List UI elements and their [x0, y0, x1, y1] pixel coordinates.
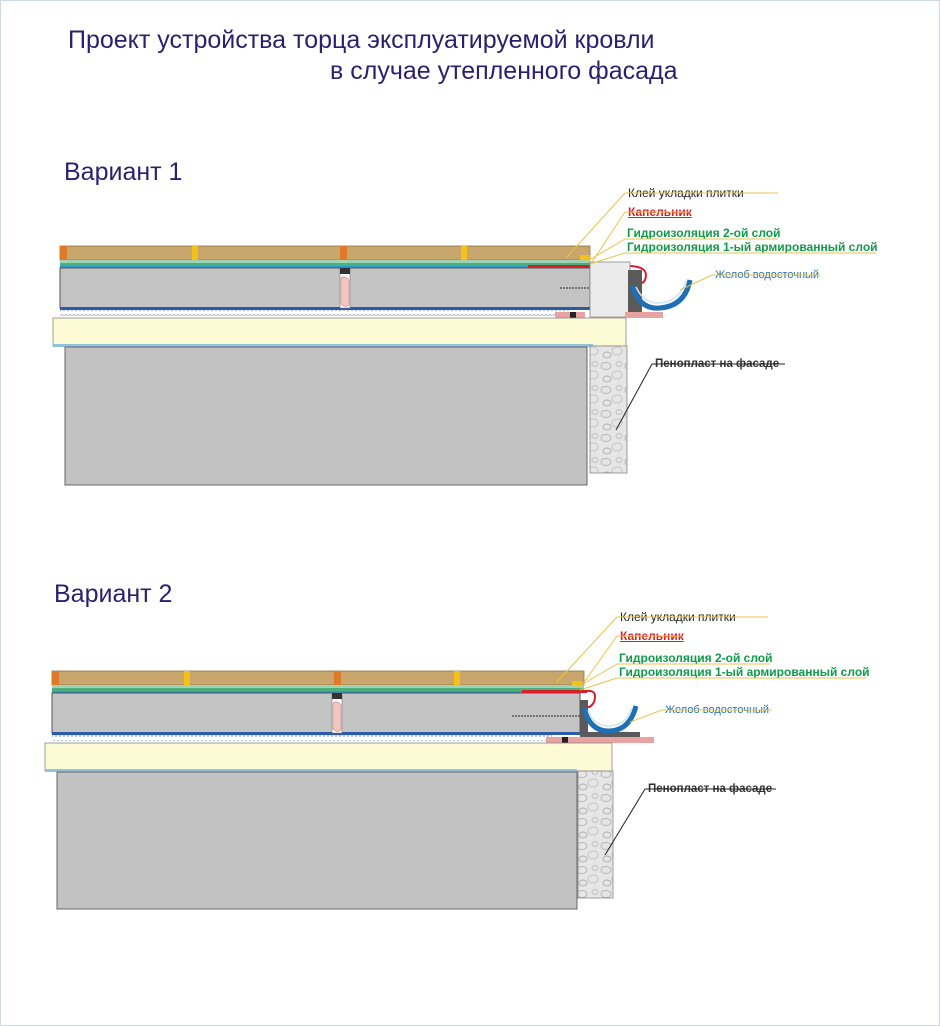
page-title-line2: в случае утепленного фасада [330, 57, 678, 85]
v2-pad-joint [562, 737, 568, 743]
v2-gutter-bracket [580, 700, 640, 738]
v1-insulation-slab [59, 267, 591, 309]
v1-leader-tile-glue [565, 192, 626, 259]
v1-label-waterproof-2: Гидроизоляция 2-ой слой [627, 226, 781, 240]
variant1-diagram [52, 192, 876, 486]
v2-waterproof-layer-2 [52, 685, 584, 688]
v2-drip-edge [522, 690, 587, 693]
v1-label-waterproof-1: Гидроизоляция 1-ый армированный слой [627, 240, 878, 254]
v1-pad-joint [570, 312, 576, 318]
v1-tile-joint [461, 246, 467, 260]
v2-tile-layer [51, 670, 585, 686]
v2-leader-foam [604, 788, 646, 856]
variant2-diagram [44, 616, 866, 910]
v2-screed-bottom-line [45, 769, 577, 772]
v2-concrete-slab [56, 771, 578, 910]
v1-membrane [60, 266, 600, 268]
v1-tile-glue-edge [580, 255, 590, 263]
v2-waterproof-layer-1 [52, 688, 584, 691]
v2-joint-filler [332, 701, 342, 732]
v1-leader-waterproof-2 [585, 238, 626, 263]
v1-concrete-slab [64, 346, 588, 486]
v2-facade-foam [577, 770, 614, 899]
v2-tile-joint [454, 671, 460, 685]
variant1-heading: Вариант 1 [64, 158, 183, 186]
v2-tile-joint [52, 671, 59, 685]
v1-joint-cap [340, 268, 350, 274]
v2-pad [546, 737, 576, 743]
v1-vapour-barrier [60, 307, 590, 310]
v2-screed [44, 742, 613, 772]
v1-screed [52, 317, 627, 347]
v2-tile-joint [334, 671, 341, 685]
v2-gutter-highlight [587, 707, 633, 727]
v2-leader-gutter [629, 709, 663, 723]
v1-wave-layer [60, 310, 570, 316]
v2-pad [576, 737, 654, 743]
v1-tile-layer [59, 245, 591, 261]
v1-tile-joint [192, 246, 198, 260]
v1-leader-gutter [679, 274, 713, 291]
v1-leader-foam [615, 363, 653, 431]
v1-pad [625, 312, 663, 318]
v1-leader-drip [591, 211, 626, 263]
v2-leader-waterproof-2 [575, 663, 618, 689]
page-title-line1: Проект устройства торца эксплуатируемой … [68, 26, 655, 54]
v2-leader-waterproof-1 [579, 677, 618, 691]
v1-gutter [629, 279, 693, 311]
v2-tile-joint [184, 671, 190, 685]
v2-leader-tile-glue [555, 616, 618, 684]
v2-leader-drip [579, 635, 618, 689]
v1-waterproof-layer-1 [60, 263, 590, 266]
v1-leader-waterproof-1 [589, 252, 626, 265]
v1-tile-joint [340, 246, 347, 260]
v2-wave-layer [52, 735, 552, 741]
v2-label-waterproof-1: Гидроизоляция 1-ый армированный слой [619, 665, 870, 679]
v2-gutter [581, 705, 639, 734]
v1-gutter-highlight [635, 280, 687, 304]
v1-parapet-block [589, 261, 631, 318]
v1-waterproof-layer-2 [60, 260, 590, 263]
variant2-heading: Вариант 2 [54, 580, 173, 608]
v2-insulation-slab [51, 692, 581, 734]
v1-tile-joint [60, 246, 67, 260]
v1-drip-edge [528, 265, 598, 268]
v2-joint-cap [332, 693, 342, 699]
v2-label-waterproof-2: Гидроизоляция 2-ой слой [619, 651, 773, 665]
v1-facade-foam [589, 345, 628, 474]
v1-screed-bottom-line [53, 344, 593, 347]
v2-vapour-barrier [52, 732, 580, 735]
v2-membrane [52, 691, 587, 693]
v1-joint-filler [340, 276, 350, 307]
